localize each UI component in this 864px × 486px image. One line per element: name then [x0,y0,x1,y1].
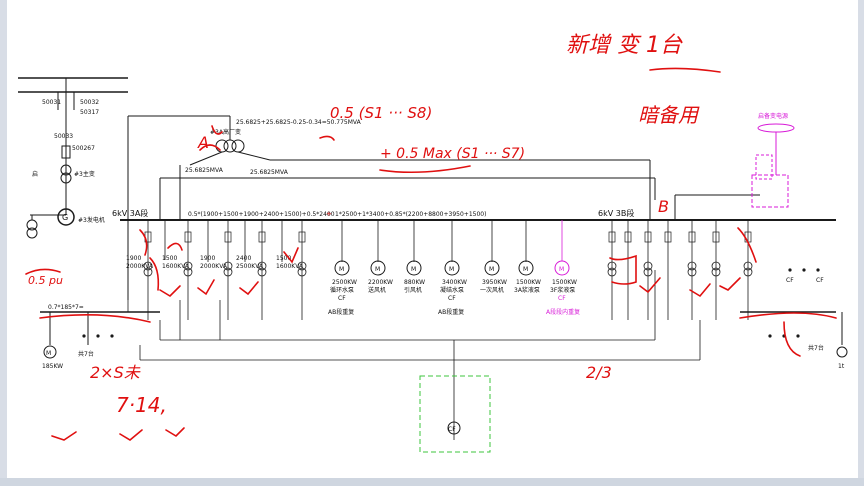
svg-text:引风机: 引风机 [404,286,422,294]
svg-text:M: M [339,266,344,273]
formula-bus-a: 0.5*(1900+1500+1900+2400+1500)+0.5*2400 [188,211,335,218]
external-source [751,123,795,208]
svg-text:880KW: 880KW [404,279,425,286]
small-label-left: 启 [32,170,38,178]
window-frame-left [0,0,7,486]
svg-text:1500KW: 1500KW [516,279,541,286]
motor-3: M 880KW 引风机 [404,260,425,294]
load-1-rating: 1900 [126,255,141,262]
aux-transformers [143,261,753,277]
load-5-rating: 1500 [276,255,291,262]
svg-text:CF: CF [558,295,566,302]
formula-top: 25.6825+25.6825-0.25-0.34=50.775MVA [236,119,362,126]
upstream-label-5: 500267 [72,145,95,152]
upstream-label-3: 50033 [54,133,73,140]
bottom-left-group [40,311,160,359]
svg-text:凝结水泵: 凝结水泵 [440,286,464,294]
svg-text:A段段内重复: A段段内重复 [546,308,580,316]
new-transformer-box [419,375,491,453]
annotation-left-small: 0.5 pu [28,274,63,287]
bottom-left-formula: 0.7*185*7= [48,304,84,311]
svg-text:一次风机: 一次风机 [480,286,504,294]
svg-text:2200KW: 2200KW [368,279,393,286]
upstream-label-1: 50031 [42,99,61,106]
bottom-cf: CF [448,426,456,433]
svg-text:AB段重复: AB段重复 [438,308,464,316]
dots-left [82,334,114,338]
annotation-top-title: 新增 变 1台 [566,33,683,58]
bus-a-label: 6kV 3A段 [112,208,148,218]
load-4-kva: 2500KVA [236,263,264,270]
feeders-left [127,220,749,440]
motor-5: M 3950KW 一次风机 [480,260,507,294]
window-frame-bottom [0,478,864,486]
load-2-kva: 1600KVA [162,263,190,270]
dots-right [768,268,820,338]
generator [26,208,75,239]
load-3-rating: 1900 [200,255,215,262]
svg-text:M: M [449,266,454,273]
plus-mark: + [326,210,332,218]
transformer-small-label: #3主变 [74,170,95,178]
annotation-sum-2: + 0.5 Max (S1 ··· S7) [380,146,525,162]
load-2-rating: 1500 [162,255,177,262]
motor-6: M 1500KW 3A浆液泵 [514,260,541,294]
svg-text:M: M [559,266,564,273]
transformer-tag: #3A高厂变 [210,128,241,136]
motor-7: M 1500KW 3F浆液泵 CF A段段内重复 [546,220,580,316]
annotation-point-a: A [197,133,209,152]
svg-text:M: M [489,266,494,273]
transformer-label-right: 25.6825MVA [250,169,289,176]
right-far-label: 1t [838,363,845,370]
annotation-left-note: 2×S未 [90,363,141,382]
right-cf-1: CF [786,277,794,284]
bottom-left-count: 共7台 [78,350,94,358]
svg-text:AB段重复: AB段重复 [328,308,354,316]
annotation-sum-1: 0.5 (S1 ··· S8) [330,104,432,122]
upstream-label-2: 50032 [80,99,99,106]
annotation-standby: 暗备用 [638,103,700,127]
svg-text:3950KW: 3950KW [482,279,507,286]
svg-text:3F浆液泵: 3F浆液泵 [550,286,575,294]
svg-text:M: M [523,266,528,273]
bus-b-label: 6kV 3B段 [598,208,634,218]
svg-text:送风机: 送风机 [368,286,386,294]
svg-text:M: M [375,266,380,273]
svg-text:M: M [411,266,416,273]
generator-label: #3发电机 [78,216,105,224]
upstream-busbar [18,77,128,216]
breaker-boxes [144,231,752,243]
generator-symbol: G [62,213,68,222]
formula-bus-mid: 1*2500+1*3400+0.85*(2200+8800+3950+1500) [335,211,486,218]
svg-text:循环水泵: 循环水泵 [330,286,354,294]
load-1-kva: 2000KVA [126,263,154,270]
annotation-fraction: 2/3 [586,363,612,382]
motor-4: M 3400KW 凝结水泵 CF AB段重复 [438,260,467,316]
svg-text:2500KW: 2500KW [332,279,357,286]
transformer-label-left: 25.6825MVA [185,167,224,174]
external-source-label: 启备变电源 [758,112,788,120]
svg-text:CF: CF [338,295,346,302]
right-cf-2: CF [816,277,824,284]
svg-text:3A浆液泵: 3A浆液泵 [514,286,540,294]
svg-text:CF: CF [448,295,456,302]
right-bottom-group [740,311,848,358]
bottom-left-motor-kw: 185KW [42,363,63,370]
window-frame-right [858,0,864,486]
svg-text:3400KW: 3400KW [442,279,467,286]
load-4-rating: 2400 [236,255,251,262]
svg-text:1500KW: 1500KW [552,279,577,286]
main-feed [127,115,760,300]
motor-2: M 2200KW 送风机 [368,260,393,294]
annotation-point-b: B [658,197,669,216]
bottom-left-motor-symbol: M [46,350,51,357]
red-ink [25,67,837,441]
right-count: 共7台 [808,344,824,352]
load-5-kva: 1600KVA [276,263,304,270]
annotation-left-note-2: 7·14, [116,393,167,417]
upstream-label-4: 50317 [80,109,99,116]
motor-1: M 2500KW 循环水泵 CF AB段重复 [328,260,357,316]
load-3-kva: 2000KVA [200,263,228,270]
